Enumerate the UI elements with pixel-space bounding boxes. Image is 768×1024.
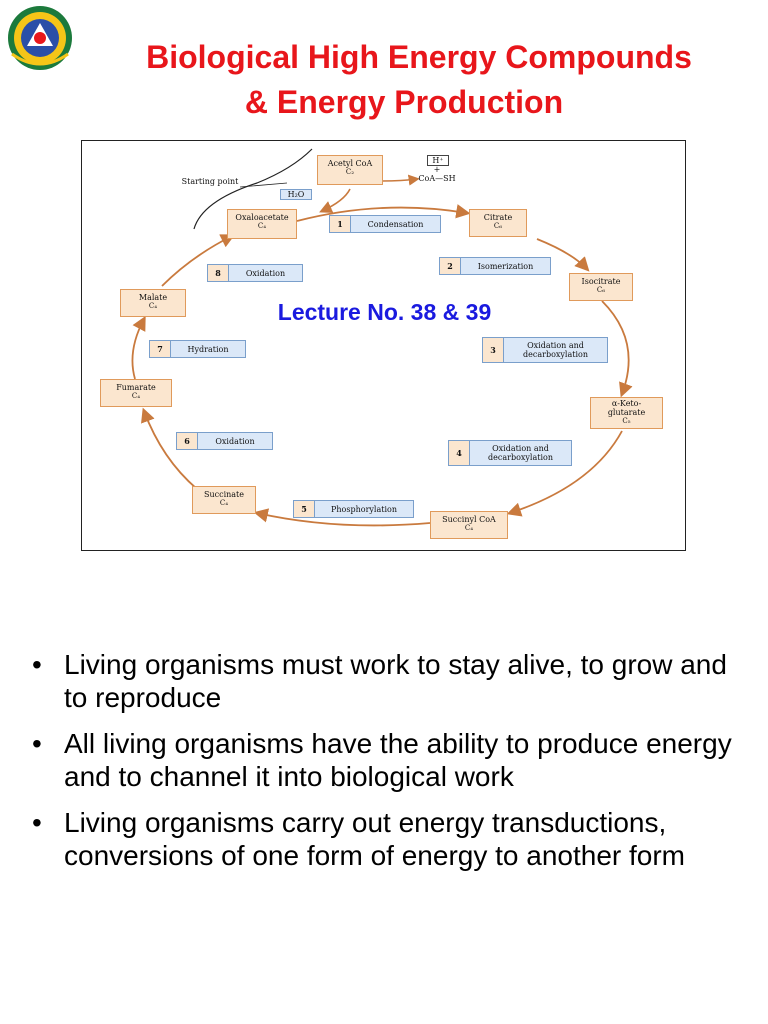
arrow-3 [601,300,633,398]
water-label: H₂O [280,189,312,200]
bullet-glyph: • [32,728,42,759]
coa-output-arrow [381,174,420,186]
bullet-item: •Living organisms must work to stay aliv… [32,649,727,713]
plus-label: + [433,165,441,174]
starting-point-line [239,182,288,188]
starting-point-label: Starting point [181,177,239,186]
arrow-1 [296,204,471,222]
arrow-6 [141,407,198,490]
arrow-2 [536,238,590,272]
arrow-4 [506,430,623,517]
bullet-glyph: • [32,807,42,838]
lecture-number: Lecture No. 38 & 39 [277,299,492,325]
acetyl-input-arrow [319,188,351,213]
starting-point-bracket [193,148,313,230]
bullet-item: •All living organisms have the ability t… [32,728,732,792]
slide-title-line1: Biological High Energy Compounds [146,39,692,75]
arrow-5 [253,508,431,527]
bullet-list: •Living organisms must work to stay aliv… [30,648,750,885]
cycle-arrows [131,148,633,527]
arrow-7 [131,315,146,380]
slide-title-line2: & Energy Production [244,84,564,120]
university-seal-icon [8,6,72,70]
coa-sh-label: CoA—SH [418,174,456,183]
bullet-item: •Living organisms carry out energy trans… [32,807,685,871]
bullet-glyph: • [32,649,42,680]
arrow-8 [161,234,236,287]
h-plus-label: H⁺ [427,155,449,166]
